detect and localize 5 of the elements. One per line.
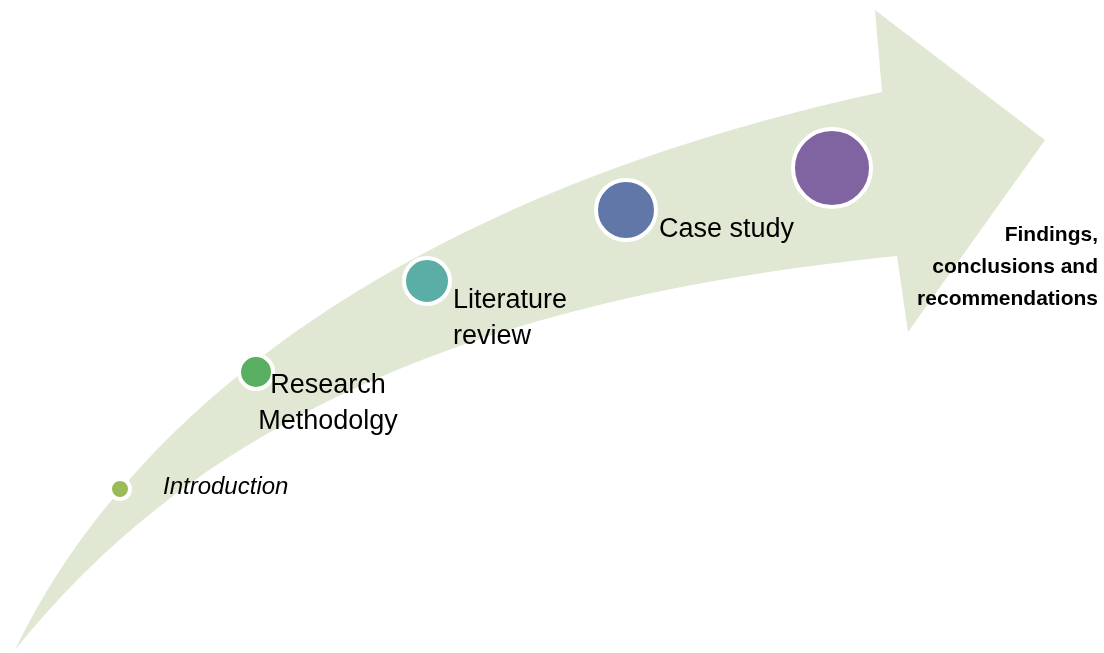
step-label: Research Methodolgy <box>257 368 399 437</box>
step-label: Literature review <box>453 283 569 352</box>
step-label: Case study <box>659 212 796 245</box>
step-label: Findings, conclusions and recommendations <box>916 221 1098 311</box>
step-label: Introduction <box>163 471 290 501</box>
